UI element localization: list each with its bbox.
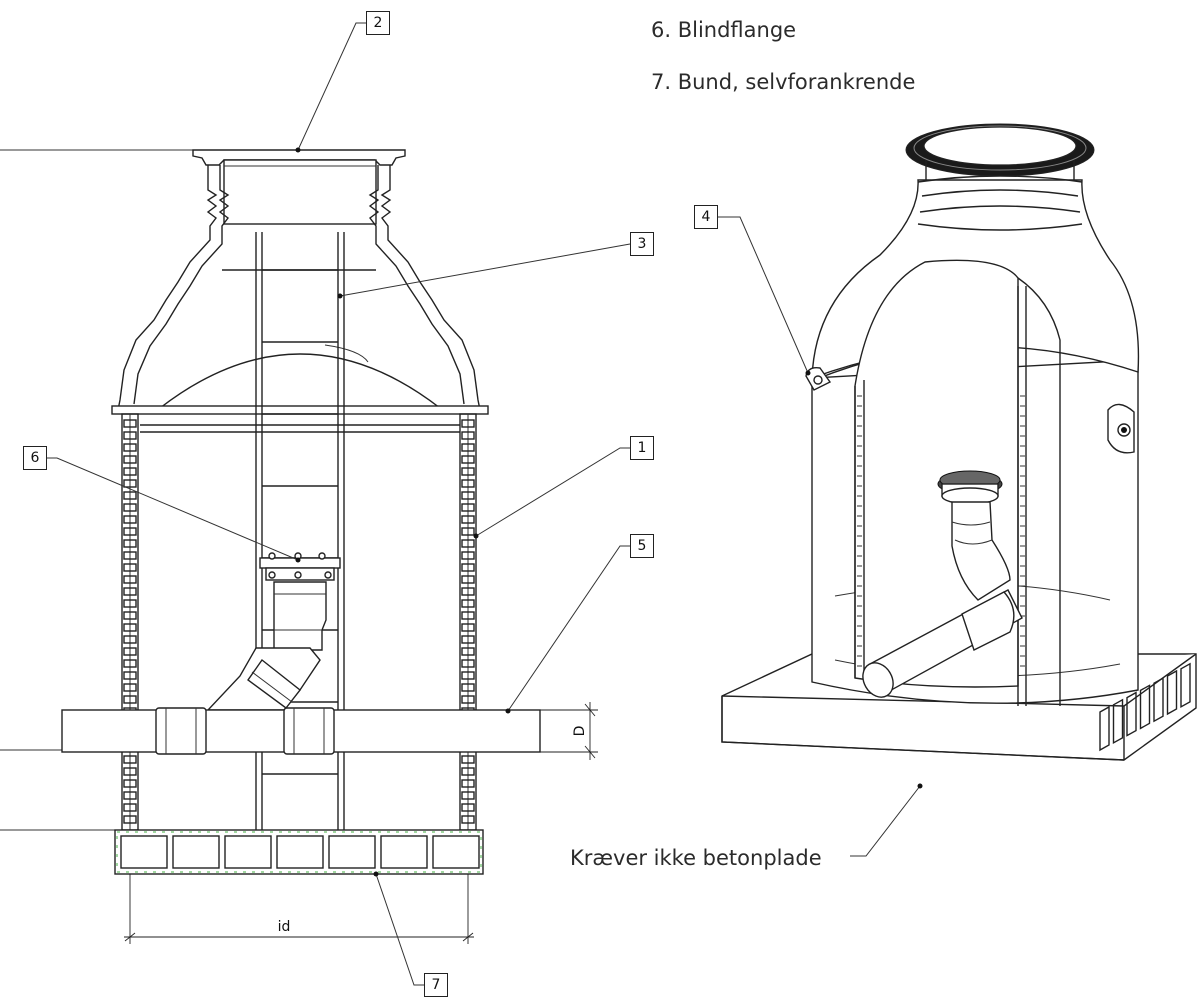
leader-lines <box>47 22 631 986</box>
callout-1: 1 <box>630 436 654 460</box>
callout-4: 4 <box>694 205 718 229</box>
iso-pipe <box>862 589 1023 698</box>
isometric-view <box>718 123 1197 857</box>
main-pipe <box>61 707 541 755</box>
callout-5: 5 <box>630 534 654 558</box>
dimension-d-label: D <box>572 726 588 737</box>
note-no-concrete-slab: Kræver ikke betonplade <box>570 846 822 870</box>
iso-cover <box>905 123 1095 180</box>
lifting-lug-right <box>1107 403 1135 454</box>
legend-item-bund: 7. Bund, selvforankrende <box>651 70 916 94</box>
dimension-id-label: id <box>278 919 291 935</box>
legend-item-blindflange: 6. Blindflange <box>651 18 797 42</box>
cover-flange <box>192 149 406 225</box>
blind-flange <box>259 552 341 581</box>
callout-3: 3 <box>630 232 654 256</box>
base-section <box>114 829 484 875</box>
callout-2: 2 <box>366 11 390 35</box>
callout-6: 6 <box>23 446 47 470</box>
dimension-d: D <box>540 702 598 760</box>
dimension-id: id <box>124 874 474 944</box>
callout-7: 7 <box>424 973 448 997</box>
iso-blind-flange <box>937 470 1003 505</box>
section-view: D id <box>0 22 631 986</box>
